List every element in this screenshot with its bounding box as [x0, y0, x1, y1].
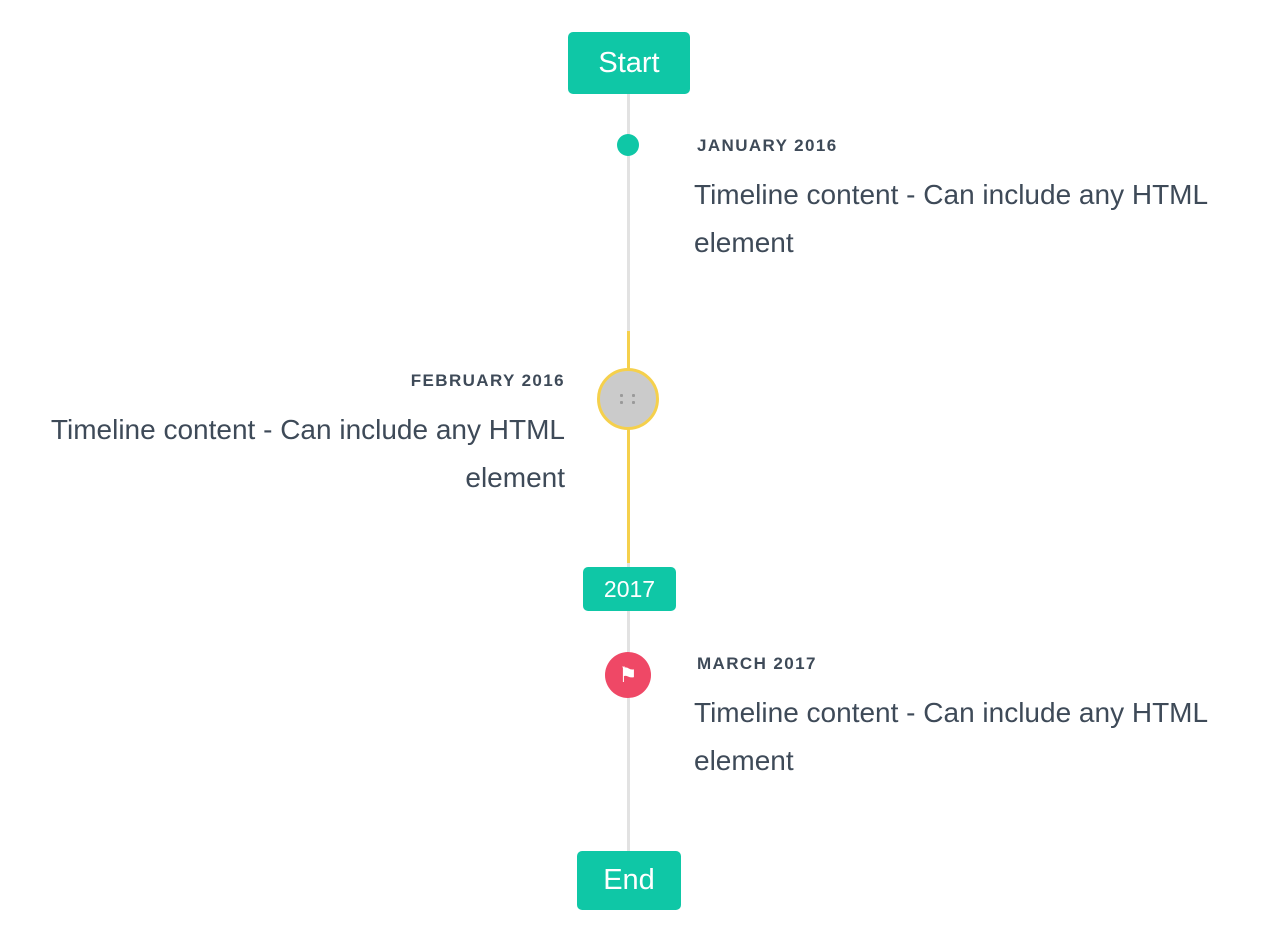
flag-icon: ⚑: [618, 663, 638, 687]
item-content: Timeline content - Can include any HTML …: [50, 414, 565, 493]
dots-icon: [620, 393, 636, 405]
item-content: Timeline content - Can include any HTML …: [694, 179, 1208, 258]
end-badge-label: End: [603, 864, 655, 896]
item-content: Timeline content - Can include any HTML …: [694, 697, 1208, 776]
start-badge-label: Start: [598, 46, 660, 79]
timeline-dot-marker[interactable]: [617, 134, 639, 156]
item-title: JANUARY 2016: [697, 136, 838, 155]
item-title: MARCH 2017: [697, 654, 817, 673]
year-badge-label: 2017: [603, 575, 656, 602]
timeline-image-marker[interactable]: [597, 368, 659, 430]
end-badge: End: [577, 851, 681, 910]
start-badge: Start: [568, 32, 690, 94]
timeline-line-highlight-segment: [627, 331, 630, 563]
timeline-flag-marker[interactable]: ⚑: [605, 652, 651, 698]
year-badge: 2017: [583, 567, 676, 611]
item-title: FEBRUARY 2016: [410, 371, 565, 390]
